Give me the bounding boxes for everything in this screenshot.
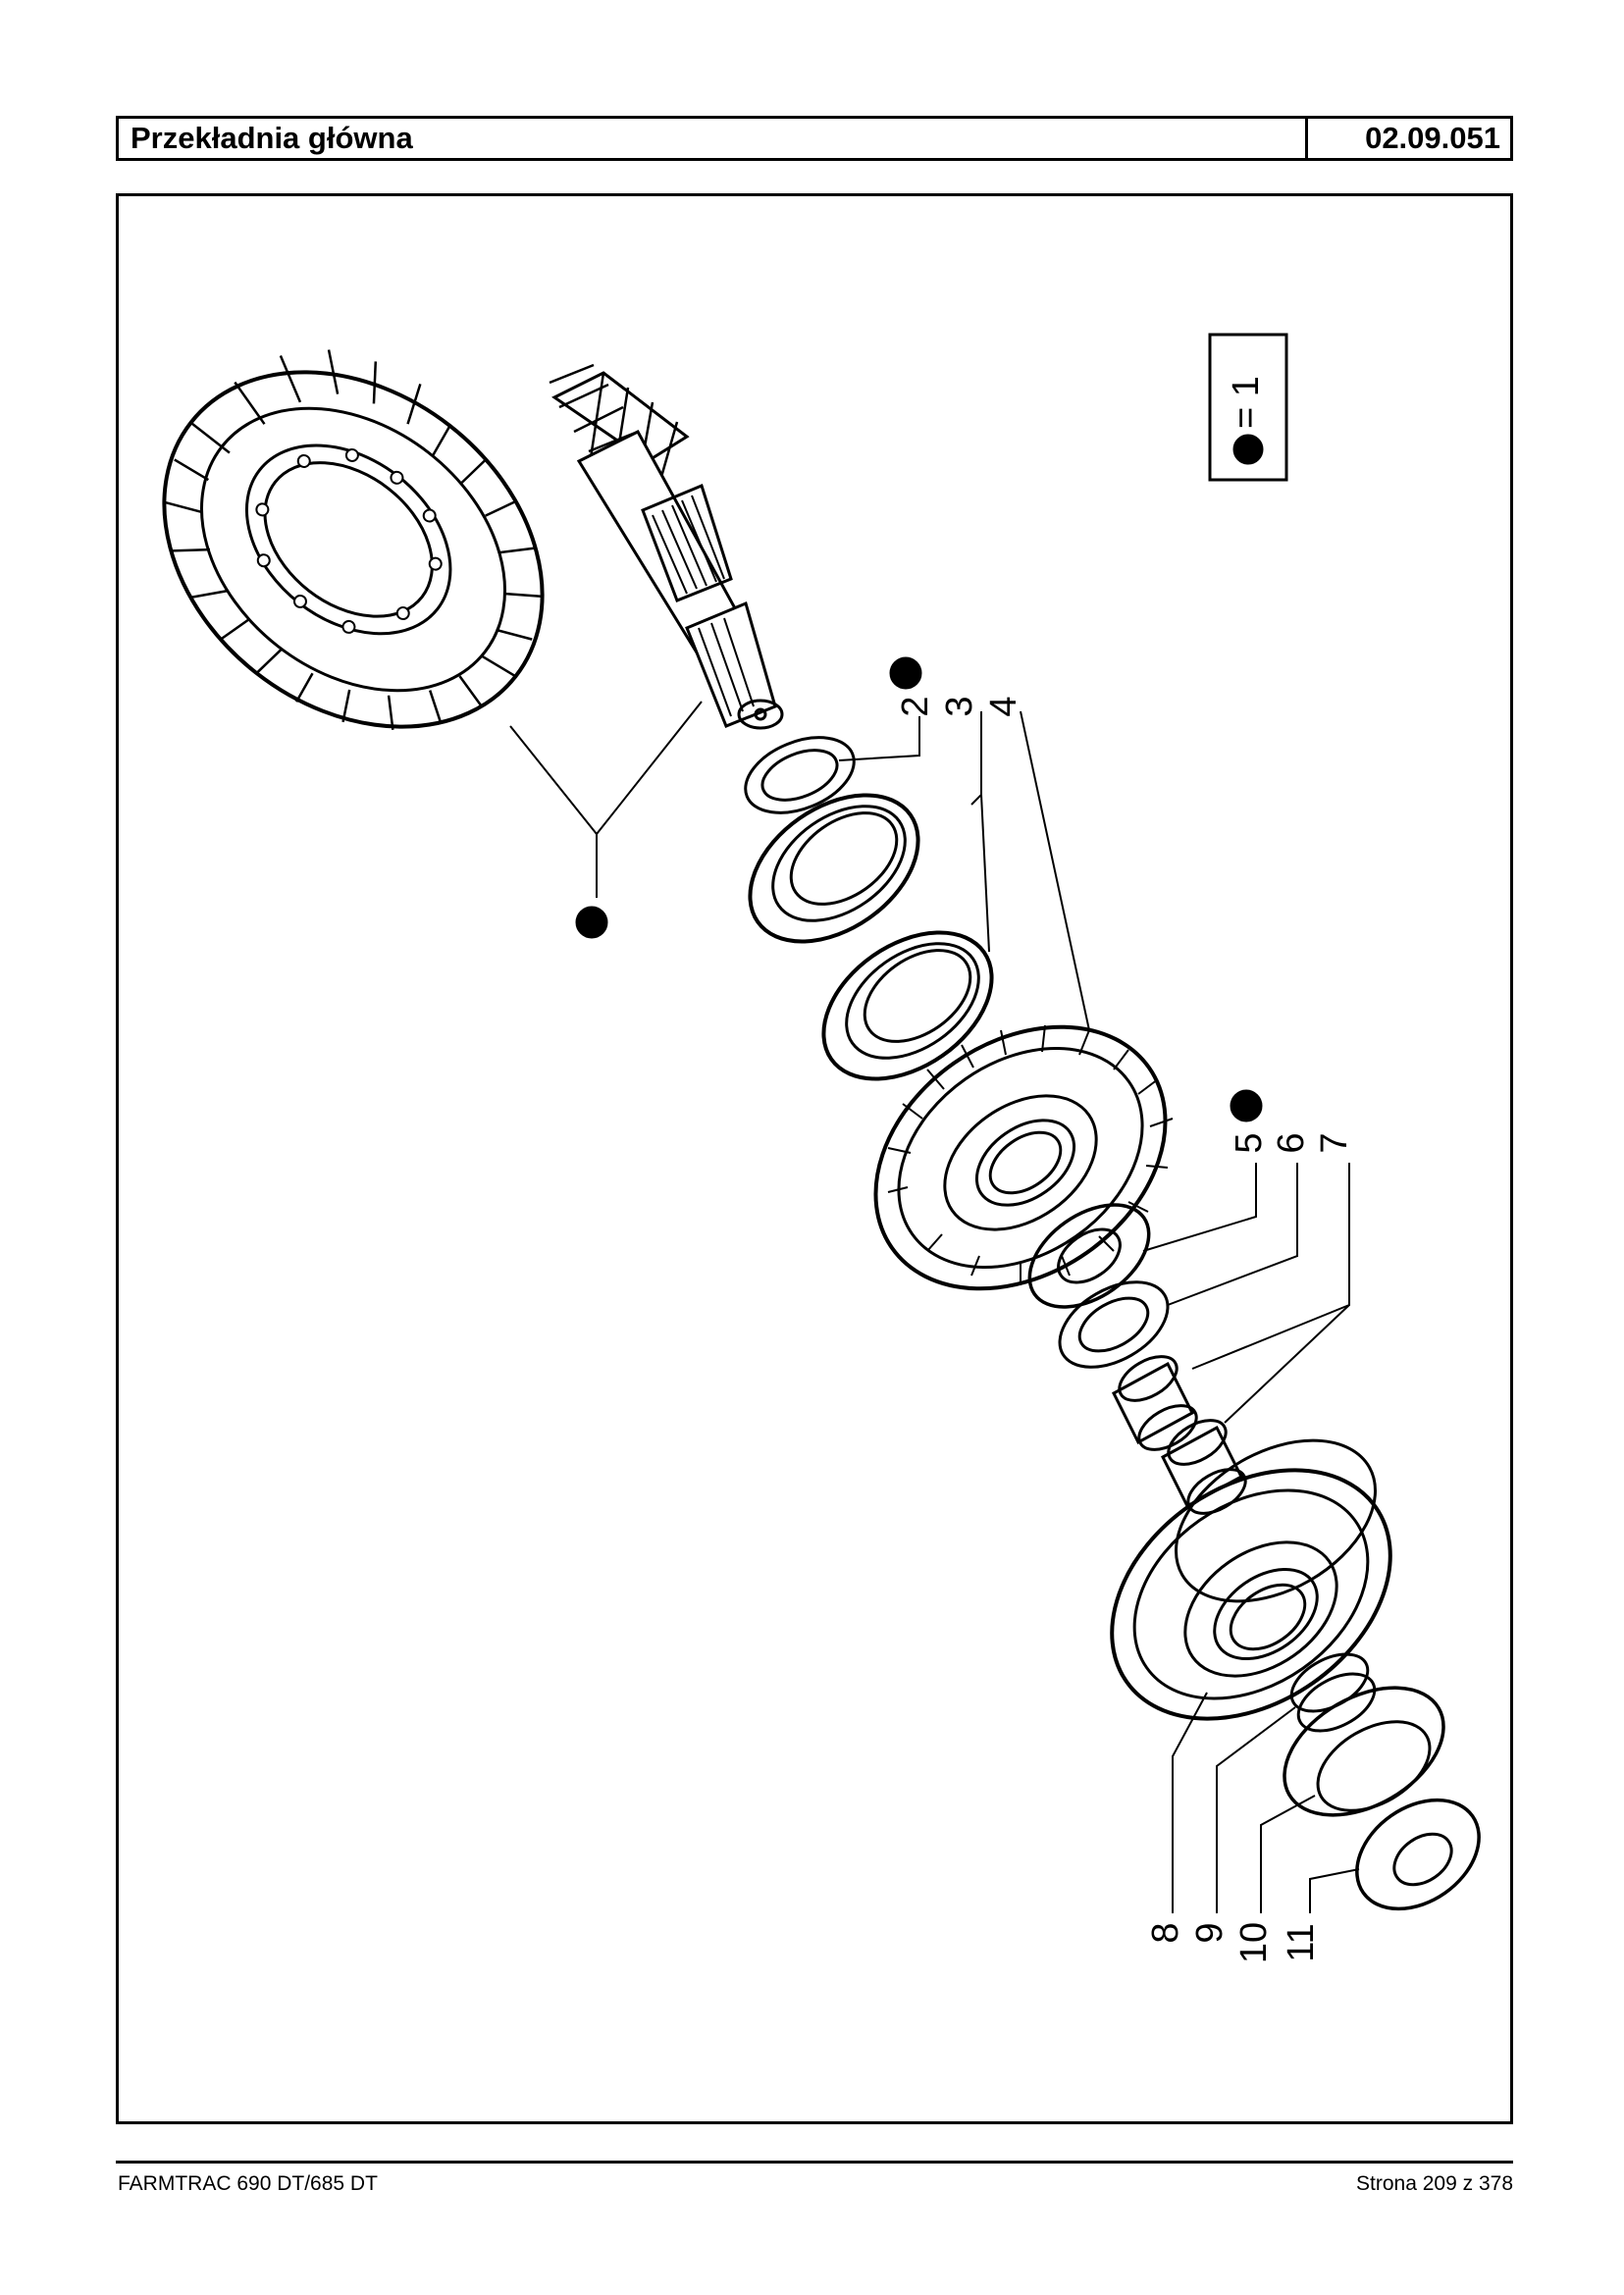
- crown-gear: [162, 349, 545, 730]
- part-3-bearing: [748, 793, 994, 1081]
- callout-2: 2: [895, 696, 936, 716]
- diagram-frame: [116, 193, 1513, 2124]
- callout-8: 8: [1145, 1922, 1186, 1943]
- callout-5: 5: [1229, 1132, 1270, 1153]
- part-6-washer: [1058, 1280, 1170, 1369]
- part-10-collar: [1283, 1686, 1445, 1817]
- part-8-double-gear: [1110, 1438, 1392, 1721]
- page-header: Przekładnia główna 02.09.051: [116, 116, 1513, 161]
- part-7-needle-bearings: [1112, 1355, 1247, 1515]
- footer-page-number: Strona 209 z 378: [1356, 2172, 1513, 2195]
- section-code: 02.09.051: [1365, 121, 1500, 155]
- callout-4: 4: [983, 696, 1024, 716]
- callout-dot-icon: [575, 906, 608, 939]
- callout-3: 3: [939, 696, 980, 716]
- callout-9: 9: [1189, 1922, 1231, 1943]
- page-title: Przekładnia główna: [119, 119, 1308, 158]
- legend-dot-icon: [1232, 434, 1264, 465]
- part-2-washer: [744, 736, 856, 814]
- footer-rule: [116, 2161, 1513, 2164]
- part-4-gear: [873, 1024, 1174, 1291]
- part-11-small-gear: [1355, 1798, 1481, 1911]
- callout-11: 11: [1281, 1923, 1322, 1961]
- part-5-nut: [1027, 1203, 1151, 1309]
- callout-10: 10: [1233, 1922, 1275, 1963]
- leader-lines: [838, 710, 1360, 1913]
- callout-2-dot-icon: [889, 656, 922, 690]
- pinion-shaft: [549, 363, 784, 730]
- callout-7: 7: [1314, 1132, 1355, 1153]
- leader-crown-pinion: [509, 701, 703, 836]
- legend-text: = 1: [1226, 376, 1267, 429]
- footer-model: FARMTRAC 690 DT/685 DT: [118, 2172, 378, 2195]
- callout-6: 6: [1271, 1132, 1312, 1153]
- callout-5-dot-icon: [1230, 1089, 1263, 1122]
